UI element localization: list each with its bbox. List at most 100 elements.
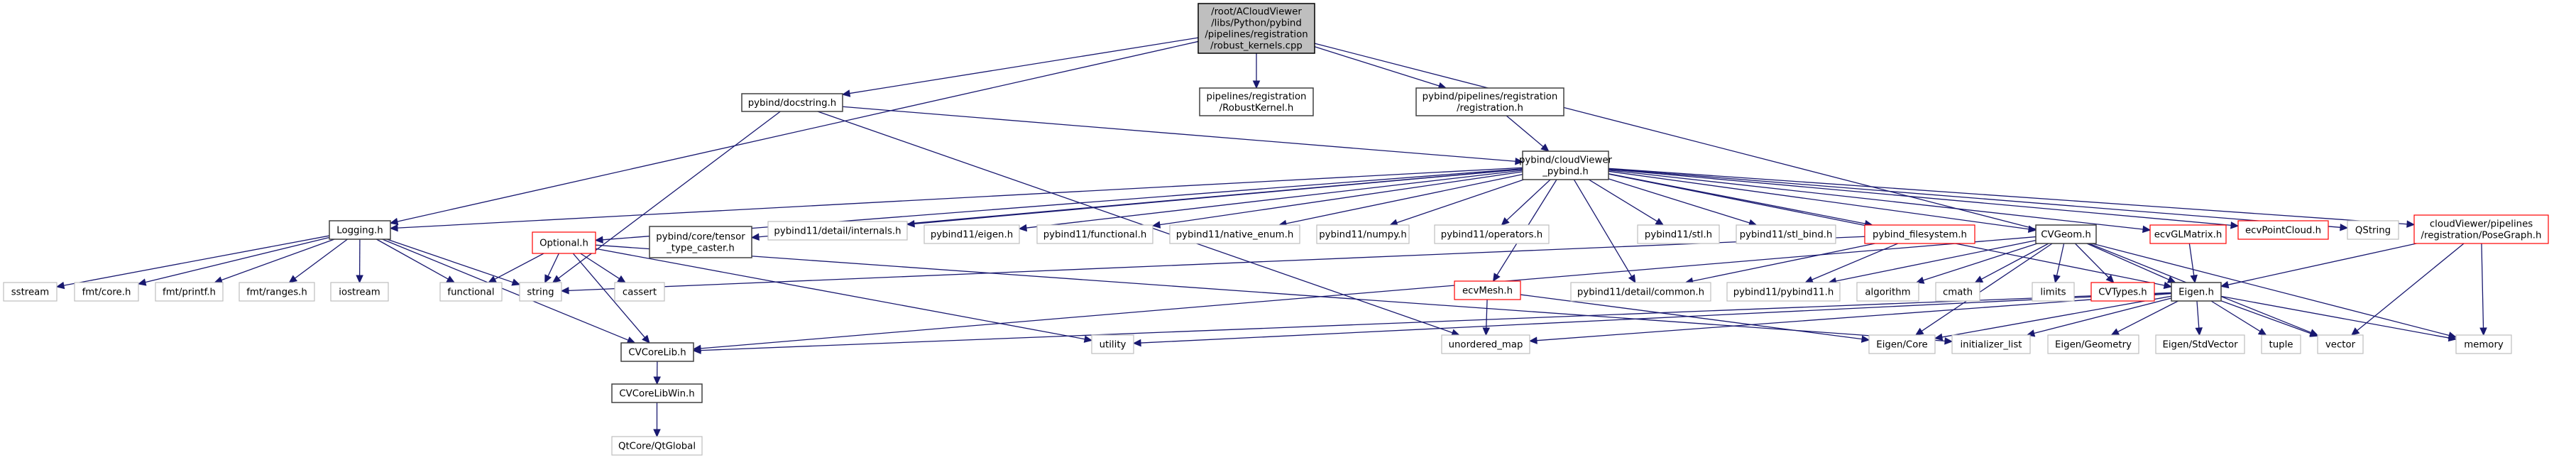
edge-line <box>2220 300 2311 334</box>
arrowhead-icon <box>1528 336 1538 344</box>
node-label: /root/ACloudViewer <box>1211 7 1302 18</box>
edge-cvpybind-to-internals <box>906 168 1523 228</box>
edge-optional-to-cassert <box>580 253 626 283</box>
arrowhead-icon <box>841 89 851 97</box>
node-label: string <box>527 288 554 298</box>
node-label: CVCoreLib.h <box>628 348 686 358</box>
node-label: CVCoreLibWin.h <box>619 389 694 400</box>
edge-cvpybind-to-stlbind <box>1608 178 1758 226</box>
node-box <box>1199 87 1314 116</box>
arrowhead-icon <box>552 275 561 283</box>
edge-cvgeom-to-cvtypes <box>2074 243 2115 283</box>
node-box <box>741 93 843 112</box>
node-label: algorithm <box>1865 288 1910 298</box>
edge-cvpybind-to-posegraph <box>1608 168 2416 228</box>
node-box <box>74 282 139 302</box>
node-posegraph[interactable]: cloudViewer/pipelines/registration/PoseG… <box>2413 214 2549 244</box>
arrowhead-icon <box>594 236 603 244</box>
edge-cvgeom-to-limits <box>2053 243 2065 284</box>
node-label: /RobustKernel.h <box>1220 103 1294 114</box>
node-box <box>1637 224 1720 244</box>
edge-line <box>2074 243 2110 278</box>
node-operators: pybind11/operators.h <box>1434 224 1550 244</box>
edge-eigenh-to-memory <box>2220 295 2457 342</box>
node-ecvmesh[interactable]: ecvMesh.h <box>1454 280 1521 300</box>
arrowhead-icon <box>488 275 497 283</box>
node-label: CVGeom.h <box>2041 230 2091 241</box>
node-label: utility <box>1100 340 1127 351</box>
node-label: Optional.h <box>539 239 588 249</box>
node-box <box>767 221 908 241</box>
node-robustkernel[interactable]: pipelines/registration/RobustKernel.h <box>1199 87 1314 116</box>
node-label: pybind11/stl.h <box>1645 230 1712 241</box>
node-root[interactable]: /root/ACloudViewer/libs/Python/pybind/pi… <box>1197 3 1315 54</box>
node-filesystem[interactable]: pybind_filesystem.h <box>1864 224 1975 244</box>
node-cvcorelibwin[interactable]: CVCoreLibWin.h <box>611 383 703 403</box>
node-p11eigen: pybind11/eigen.h <box>923 224 1020 244</box>
node-docstring[interactable]: pybind/docstring.h <box>741 93 843 112</box>
node-label: pybind11/pybind11.h <box>1733 288 1834 298</box>
edge-line <box>2056 243 2065 276</box>
node-cvpybind[interactable]: pybind/cloudViewer_pybind.h <box>1519 150 1613 180</box>
edge-cvcorelib-to-cvcorelibwin <box>653 361 661 385</box>
node-label: pybind11/native_enum.h <box>1176 230 1294 241</box>
node-cvtypes[interactable]: CVTypes.h <box>2090 282 2155 302</box>
edge-eigenh-to-vector <box>2220 300 2319 337</box>
node-label: ecvMesh.h <box>1462 286 1513 297</box>
edge-line <box>397 167 1523 229</box>
edge-logging-to-iostream <box>356 239 363 284</box>
edge-eigenh-to-eigencore <box>1934 295 2172 341</box>
node-tensorcaster[interactable]: pybind/core/tensor_type_caster.h <box>649 226 752 258</box>
node-label: memory <box>2464 340 2504 351</box>
node-eigenh[interactable]: Eigen.h <box>2171 282 2222 302</box>
node-glmatrix[interactable]: ecvGLMatrix.h <box>2149 224 2227 244</box>
node-pointcloud[interactable]: ecvPointCloud.h <box>2237 220 2329 240</box>
edge-line <box>1608 170 2144 230</box>
node-box <box>2347 220 2399 240</box>
edge-cvpybind-to-glmatrix <box>1608 170 2152 234</box>
edge-line <box>595 244 1946 342</box>
node-label: sstream <box>11 288 50 298</box>
edge-line <box>221 239 335 281</box>
node-label: pybind11/numpy.h <box>1319 230 1407 241</box>
arrowhead-icon <box>653 376 661 385</box>
arrowhead-icon <box>1492 273 1501 283</box>
edge-line <box>1608 173 1865 224</box>
node-label: initializer_list <box>1960 340 2022 351</box>
node-label: _pybind.h <box>1542 167 1589 177</box>
node-string: string <box>519 282 562 302</box>
node-optional[interactable]: Optional.h <box>532 231 596 254</box>
edge-line <box>2357 243 2465 332</box>
node-label: /registration/PoseGraph.h <box>2421 231 2542 241</box>
arrowhead-icon <box>2406 220 2416 228</box>
node-label: ecvPointCloud.h <box>2245 226 2321 236</box>
node-box <box>2455 334 2512 354</box>
node-box <box>439 282 503 302</box>
edge-line <box>2227 243 2417 285</box>
arrowhead-icon <box>906 220 915 228</box>
node-limits: limits <box>2032 282 2075 302</box>
node-registration[interactable]: pybind/pipelines/registration/registrati… <box>1415 87 1564 116</box>
node-cvgeom[interactable]: CVGeom.h <box>2035 224 2097 244</box>
arrowhead-icon <box>1914 327 1924 336</box>
node-box <box>1316 224 1410 244</box>
node-box <box>2090 282 2155 302</box>
node-logging[interactable]: Logging.h <box>329 220 391 240</box>
arrowhead-icon <box>1628 274 1636 284</box>
edge-posegraph-to-memory <box>2479 243 2487 336</box>
edge-docstring-to-cvpybind <box>842 106 1524 165</box>
node-label: Eigen/StdVector <box>2162 340 2238 351</box>
node-label: /robust_kernels.cpp <box>1210 41 1303 52</box>
edge-eigenh-to-eigenstdvec <box>2195 300 2203 336</box>
node-box <box>1726 282 1841 302</box>
edge-logging-to-cvcorelib <box>382 239 636 344</box>
node-cvcorelib[interactable]: CVCoreLib.h <box>620 342 694 362</box>
edge-line <box>1520 294 1863 340</box>
node-label: Eigen/Geometry <box>2055 340 2132 351</box>
node-box <box>2413 214 2549 244</box>
node-label: pybind11/detail/internals.h <box>774 226 901 237</box>
node-box <box>1864 224 1975 244</box>
arrowhead-icon <box>288 275 298 283</box>
arrowhead-icon <box>2027 225 2037 233</box>
arrowhead-icon <box>1083 335 1093 343</box>
